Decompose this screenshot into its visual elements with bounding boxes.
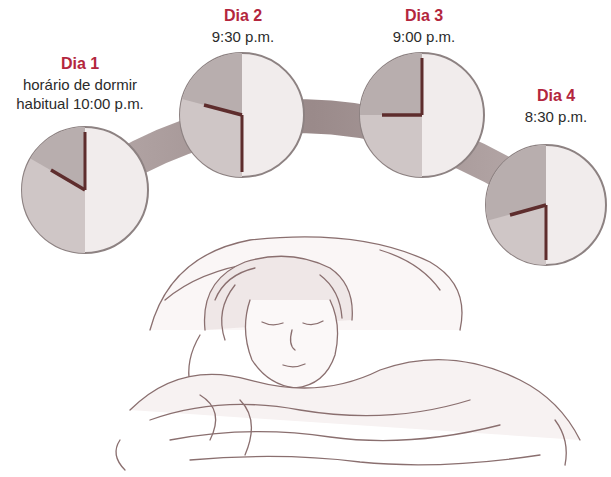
day-label: Dia 1 <box>5 54 155 74</box>
clock <box>360 53 484 177</box>
day-label: Dia 2 <box>183 6 303 26</box>
clock <box>486 145 606 265</box>
day-label: Dia 4 <box>506 86 606 106</box>
time-label: 9:30 p.m. <box>183 28 303 47</box>
sleeping-woman <box>116 237 580 470</box>
clock <box>180 53 304 177</box>
time-label: 8:30 p.m. <box>506 108 606 127</box>
day-label: Dia 3 <box>364 6 484 26</box>
time-label: horário de dormir habitual 10:00 p.m. <box>5 76 155 114</box>
time-label: 9:00 p.m. <box>364 28 484 47</box>
clock <box>22 127 148 253</box>
